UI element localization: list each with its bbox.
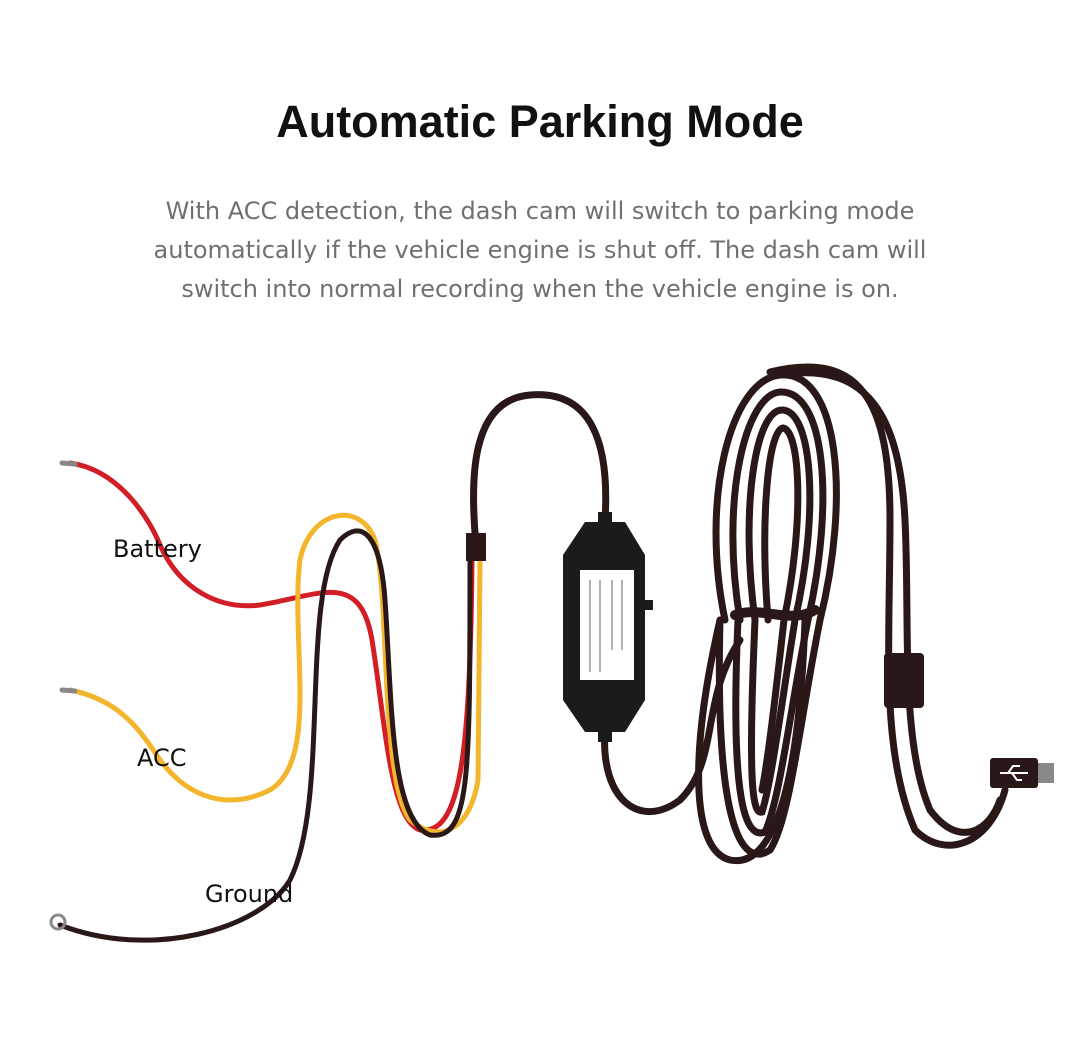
usb-icon: [1000, 765, 1028, 781]
ring-terminal: [49, 913, 67, 931]
description-line: automatically if the vehicle engine is s…: [153, 236, 927, 264]
coil-tie: [730, 605, 820, 621]
acc-wire-tip: [59, 687, 78, 694]
fuse-connector: [466, 533, 486, 561]
ground-label: Ground: [205, 880, 293, 908]
description-line: switch into normal recording when the ve…: [181, 275, 899, 303]
battery-label: Battery: [113, 535, 202, 563]
power-cable: [470, 391, 610, 549]
acc-wire: [67, 512, 483, 835]
page-title: Automatic Parking Mode: [276, 96, 804, 147]
acc-label: ACC: [137, 744, 187, 772]
description-line: With ACC detection, the dash cam will sw…: [165, 197, 915, 225]
ferrite-core: [884, 653, 924, 708]
usb-plug: [990, 758, 1054, 788]
converter-box: [563, 512, 653, 742]
ground-wire: [57, 528, 473, 943]
description: With ACC detection, the dash cam will sw…: [0, 192, 1080, 309]
battery-wire-tip: [59, 460, 78, 467]
battery-wire: [67, 460, 475, 833]
